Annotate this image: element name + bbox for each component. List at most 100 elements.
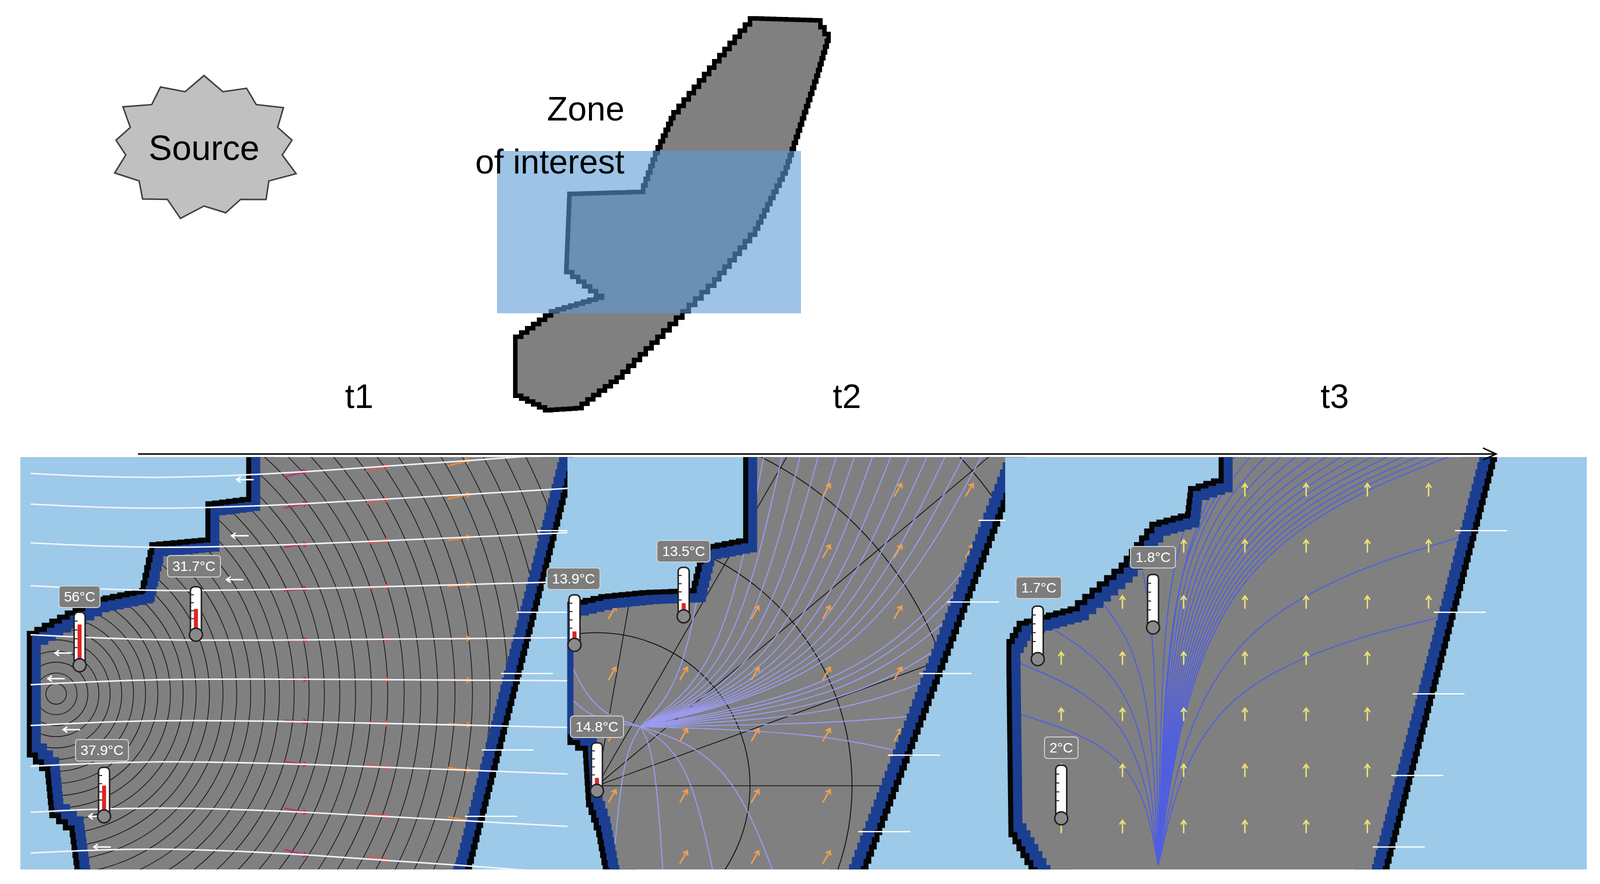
streamline <box>1020 663 1159 866</box>
thermometer-tick <box>1055 791 1059 793</box>
boundary-arrow <box>63 727 80 732</box>
temperature-badge: 13.5°C <box>656 540 711 563</box>
exit-streamline <box>858 831 910 833</box>
isotherm-contour <box>20 457 564 869</box>
boundary-outer <box>41 457 567 869</box>
thermometer-tube <box>1055 765 1067 819</box>
streamline <box>641 726 915 755</box>
exit-streamline <box>919 673 972 675</box>
starburst-outline <box>114 75 296 219</box>
thermometer-tick <box>1032 614 1036 616</box>
isotherm-contour <box>20 457 356 869</box>
boundary-arrow <box>236 477 253 482</box>
panel-content <box>1020 457 1482 865</box>
heat-flux-arrow <box>1365 652 1370 664</box>
node-text: 2°C <box>1049 739 1073 757</box>
temperature-badge: 14.8°C <box>570 715 624 738</box>
time-label-anchor: t2 <box>833 376 862 416</box>
thermometer-tick <box>190 602 194 603</box>
heat-flux-arrow <box>1303 764 1309 777</box>
streamline <box>30 679 574 685</box>
isotherm-contour <box>567 457 1046 869</box>
time-label: t3 <box>1320 376 1349 416</box>
temperature-badge: 1.7°C <box>1015 576 1062 599</box>
heat-flux-arrow <box>366 538 389 547</box>
thermometer-icon <box>590 743 604 798</box>
boundary-arrow <box>226 577 243 582</box>
heat-flux-arrow <box>892 605 904 620</box>
thermometer-icon <box>677 567 690 623</box>
thermometer-icon <box>73 612 86 672</box>
streamline <box>30 580 574 591</box>
streamline <box>641 632 962 727</box>
thermometer-tube <box>569 595 580 645</box>
thermometer-tick <box>74 620 78 622</box>
thermometer-tick <box>678 591 682 593</box>
heat-flux-arrow <box>1242 483 1248 496</box>
heat-flux-arrow <box>1242 764 1248 777</box>
isotherm-contour <box>20 457 455 869</box>
heat-flux-arrow <box>678 666 690 681</box>
streamline <box>1020 714 1159 866</box>
simulation-panel <box>567 457 1046 869</box>
streamline <box>30 634 574 640</box>
streamline <box>1158 457 1273 865</box>
heat-flux-arrow <box>678 788 690 804</box>
isotherm-contour <box>20 457 421 869</box>
land-area <box>41 457 567 869</box>
exit-streamline <box>1391 775 1444 777</box>
heat-flux-arrow <box>821 666 833 681</box>
node-text: Zone of interest <box>459 82 625 188</box>
streamline <box>30 808 574 829</box>
streamline <box>641 457 876 727</box>
isotherm-contour <box>20 457 545 869</box>
thermometer-tick <box>98 791 102 793</box>
thermometer-tick <box>1147 600 1151 602</box>
streamline <box>1143 571 1159 866</box>
streamline <box>1158 530 1482 865</box>
heat-flux-arrow <box>606 605 618 620</box>
temperature-badge: 56°C <box>58 585 101 608</box>
thermometer-bulb <box>189 628 203 641</box>
heat-flux-arrow <box>1120 652 1125 664</box>
heat-flux-arrow <box>1181 652 1186 664</box>
streamline <box>30 485 574 508</box>
streamline <box>641 551 994 727</box>
flux-contour <box>597 785 1046 787</box>
heat-flux-arrow <box>606 666 618 681</box>
heat-flux-arrow <box>1303 596 1309 608</box>
heat-flux-arrow <box>749 666 761 681</box>
thermometer-tick <box>591 774 595 776</box>
boundary-band <box>1020 457 1487 869</box>
time-label: t1 <box>345 376 374 416</box>
heat-flux-arrow <box>1365 596 1370 608</box>
thermometer-tube <box>74 612 85 665</box>
heat-flux-arrow <box>447 534 471 543</box>
streamline <box>30 849 574 869</box>
streamline <box>30 762 574 776</box>
panel-content <box>567 457 1046 869</box>
streamline <box>641 726 715 870</box>
streamline <box>30 530 574 547</box>
temperature-badge: 1.8°C <box>1130 546 1176 569</box>
thermometer-tick <box>569 619 573 621</box>
heat-flux-arrow <box>1365 483 1370 496</box>
streamline <box>1158 457 1289 865</box>
streamline <box>30 457 574 477</box>
simulation-panel <box>20 457 574 869</box>
heat-flux-arrow <box>1303 708 1309 720</box>
heat-flux-arrow <box>366 463 389 474</box>
thermometer-bulb <box>97 810 111 823</box>
streamline <box>1158 457 1468 865</box>
node-text: 1.7°C <box>1021 579 1056 597</box>
isotherm-contour <box>20 640 111 748</box>
heat-flux-arrow <box>366 810 389 820</box>
node-text: 31.7°C <box>172 557 216 575</box>
boundary-band <box>573 457 1017 869</box>
thermometer-tick <box>190 618 194 619</box>
heat-flux-arrow <box>678 849 690 865</box>
thermometer-tick <box>74 647 78 648</box>
boundary-outer <box>1020 457 1487 869</box>
streamline <box>641 726 776 870</box>
